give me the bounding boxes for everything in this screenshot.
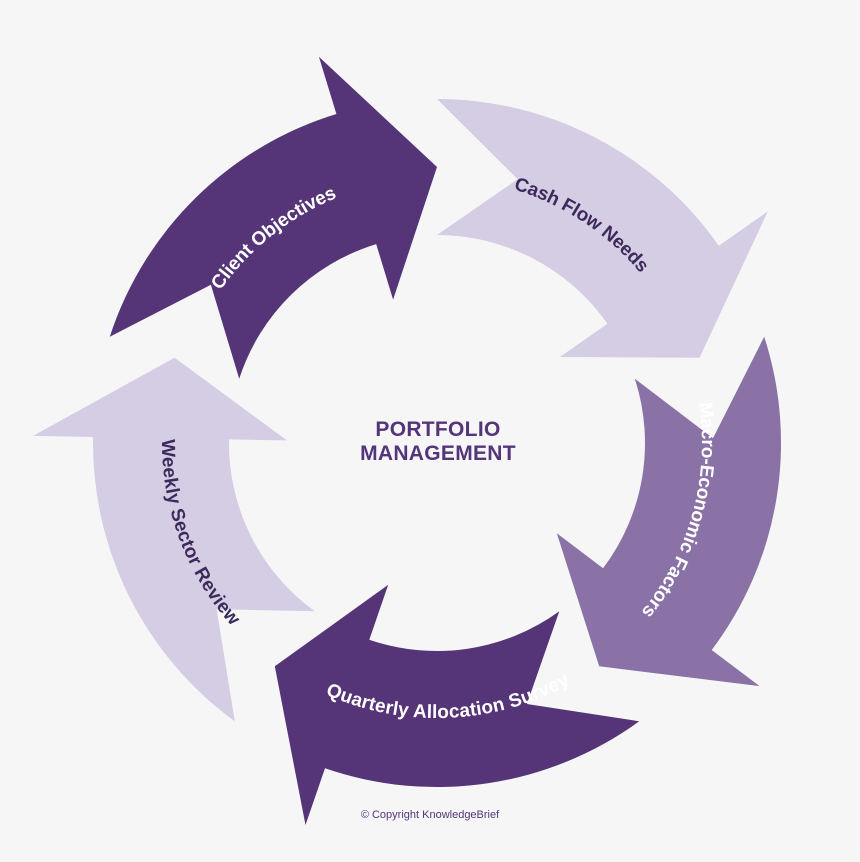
cycle-arrow-4 [274, 584, 640, 825]
cycle-arrow-3 [556, 336, 782, 687]
cycle-arrow-5 [33, 357, 315, 722]
arrow-ring [33, 56, 782, 825]
center-title: PORTFOLIO MANAGEMENT [330, 418, 546, 466]
cycle-arrow-1 [109, 56, 438, 379]
center-title-line2: MANAGEMENT [360, 442, 516, 465]
center-title-line1: PORTFOLIO [375, 418, 501, 441]
cycle-arrow-2 [437, 99, 768, 358]
copyright-text: © Copyright KnowledgeBrief [360, 809, 500, 821]
